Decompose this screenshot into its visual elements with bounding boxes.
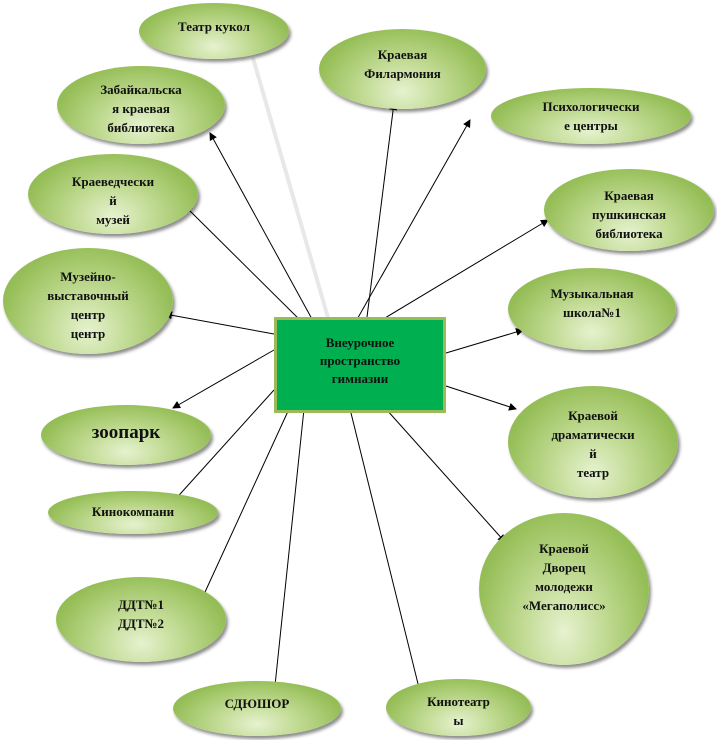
node-kinoteatr: Кинотеатр ы — [386, 679, 531, 736]
node-muzey-vyst: Музейно- выставочный центр центр — [3, 248, 173, 354]
node-dvorets: Краевой Дворец молодежи «Мегаполисс» — [479, 513, 649, 665]
connector-muzey-vyst — [164, 311, 275, 335]
connector-kraeved — [184, 205, 307, 327]
node-zoopark: зоопарк — [41, 405, 211, 465]
connector-teatr-kukol — [251, 57, 335, 336]
connector-sdyushor — [270, 408, 305, 696]
node-psiholog: Психологически е центры — [491, 88, 691, 144]
node-biblioteka: Забайкальска я краевая библиотека — [57, 66, 225, 144]
node-ddt: ДДТ№1 ДДТ№2 — [56, 577, 226, 662]
connector-ddt — [199, 408, 290, 604]
node-filarmoniya: Краевая Филармония — [319, 29, 486, 109]
connector-kinoteatr — [349, 408, 426, 705]
node-pushkin: Краевая пушкинская библиотека — [544, 169, 714, 251]
connector-filarmoniya — [365, 102, 398, 326]
node-sdyushor: СДЮШОР — [173, 681, 341, 736]
connector-dvorets — [385, 408, 506, 543]
connector-pushkin — [369, 219, 549, 328]
node-kraeved: Краеведчески й музей — [28, 154, 198, 234]
connector-dramteatr — [445, 385, 517, 411]
connector-muzshkola — [445, 328, 524, 354]
node-kinokomp: Кинокомпани — [48, 491, 218, 534]
node-dramteatr: Краевой драматически й театр — [508, 386, 678, 498]
connector-zoopark — [172, 349, 275, 409]
connector-kinokomp — [171, 389, 275, 504]
node-teatr-kukol: Театр кукол — [139, 3, 289, 59]
node-muzshkola: Музыкальная школа№1 — [508, 268, 676, 350]
center-node: Внеурочное пространство гимназии — [274, 317, 446, 413]
connector-psiholog — [350, 119, 471, 331]
connector-biblioteka — [209, 132, 319, 331]
